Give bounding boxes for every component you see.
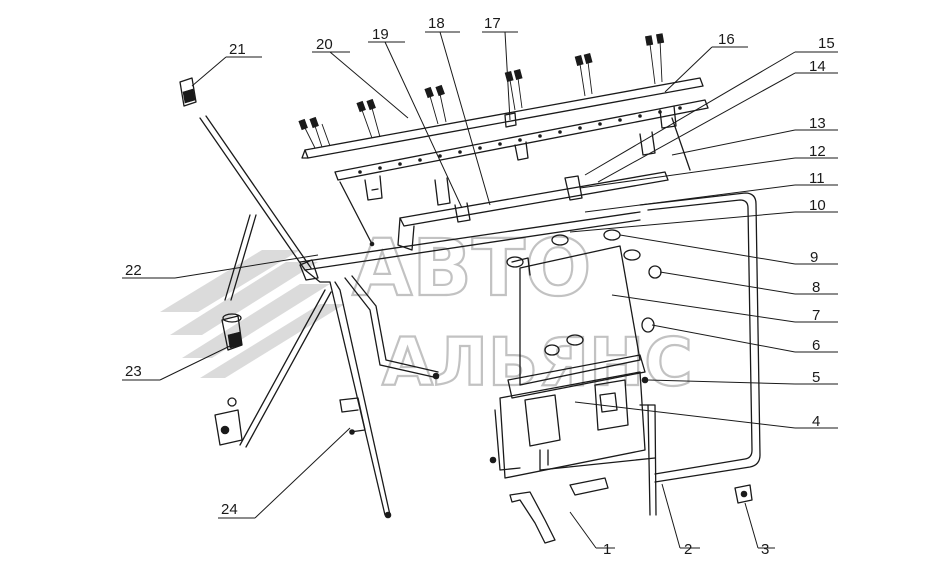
bolt-17 bbox=[504, 112, 517, 128]
watermark-text-top: АВТО bbox=[352, 224, 591, 314]
callout-13: 13 bbox=[809, 115, 826, 132]
callout-22: 22 bbox=[125, 262, 142, 279]
callout-6: 6 bbox=[812, 337, 820, 354]
callout-4: 4 bbox=[812, 413, 820, 430]
leader-lines bbox=[122, 31, 838, 549]
callout-15: 15 bbox=[818, 35, 835, 52]
callout-2: 2 bbox=[684, 541, 692, 558]
callout-9: 9 bbox=[810, 249, 818, 266]
callout-14: 14 bbox=[809, 58, 826, 75]
callout-18: 18 bbox=[428, 15, 445, 32]
callout-23: 23 bbox=[125, 363, 142, 380]
bracket-1 bbox=[509, 477, 609, 544]
bracket-24 bbox=[339, 397, 366, 435]
callout-20: 20 bbox=[316, 36, 333, 53]
mounting-rail-lower bbox=[334, 99, 709, 201]
callout-12: 12 bbox=[809, 143, 826, 160]
callout-8: 8 bbox=[812, 279, 820, 296]
bracket-assembly bbox=[339, 131, 669, 251]
sensor-23 bbox=[221, 313, 243, 351]
tube-frame-left bbox=[199, 115, 641, 519]
sensor-21 bbox=[179, 77, 197, 107]
tube-frame bbox=[539, 192, 761, 516]
clip-3 bbox=[734, 484, 753, 504]
sensor-lower-left bbox=[214, 397, 243, 446]
callout-3: 3 bbox=[761, 541, 769, 558]
callout-labels: 15 14 13 12 11 10 9 8 7 6 5 4 16 17 18 1… bbox=[125, 15, 835, 558]
callout-1: 1 bbox=[603, 541, 611, 558]
callout-7: 7 bbox=[812, 307, 820, 324]
callout-17: 17 bbox=[484, 15, 501, 32]
callout-16: 16 bbox=[718, 31, 735, 48]
callout-5: 5 bbox=[812, 369, 820, 386]
watermark-text-bottom: АЛЬЯНС bbox=[382, 324, 693, 401]
harness-rail-upper bbox=[298, 33, 704, 159]
callout-10: 10 bbox=[809, 197, 826, 214]
callout-21: 21 bbox=[229, 41, 246, 58]
callout-24: 24 bbox=[221, 501, 238, 518]
ecu-mounting-plate bbox=[489, 229, 662, 479]
callout-11: 11 bbox=[809, 170, 825, 187]
callout-19: 19 bbox=[372, 26, 389, 43]
